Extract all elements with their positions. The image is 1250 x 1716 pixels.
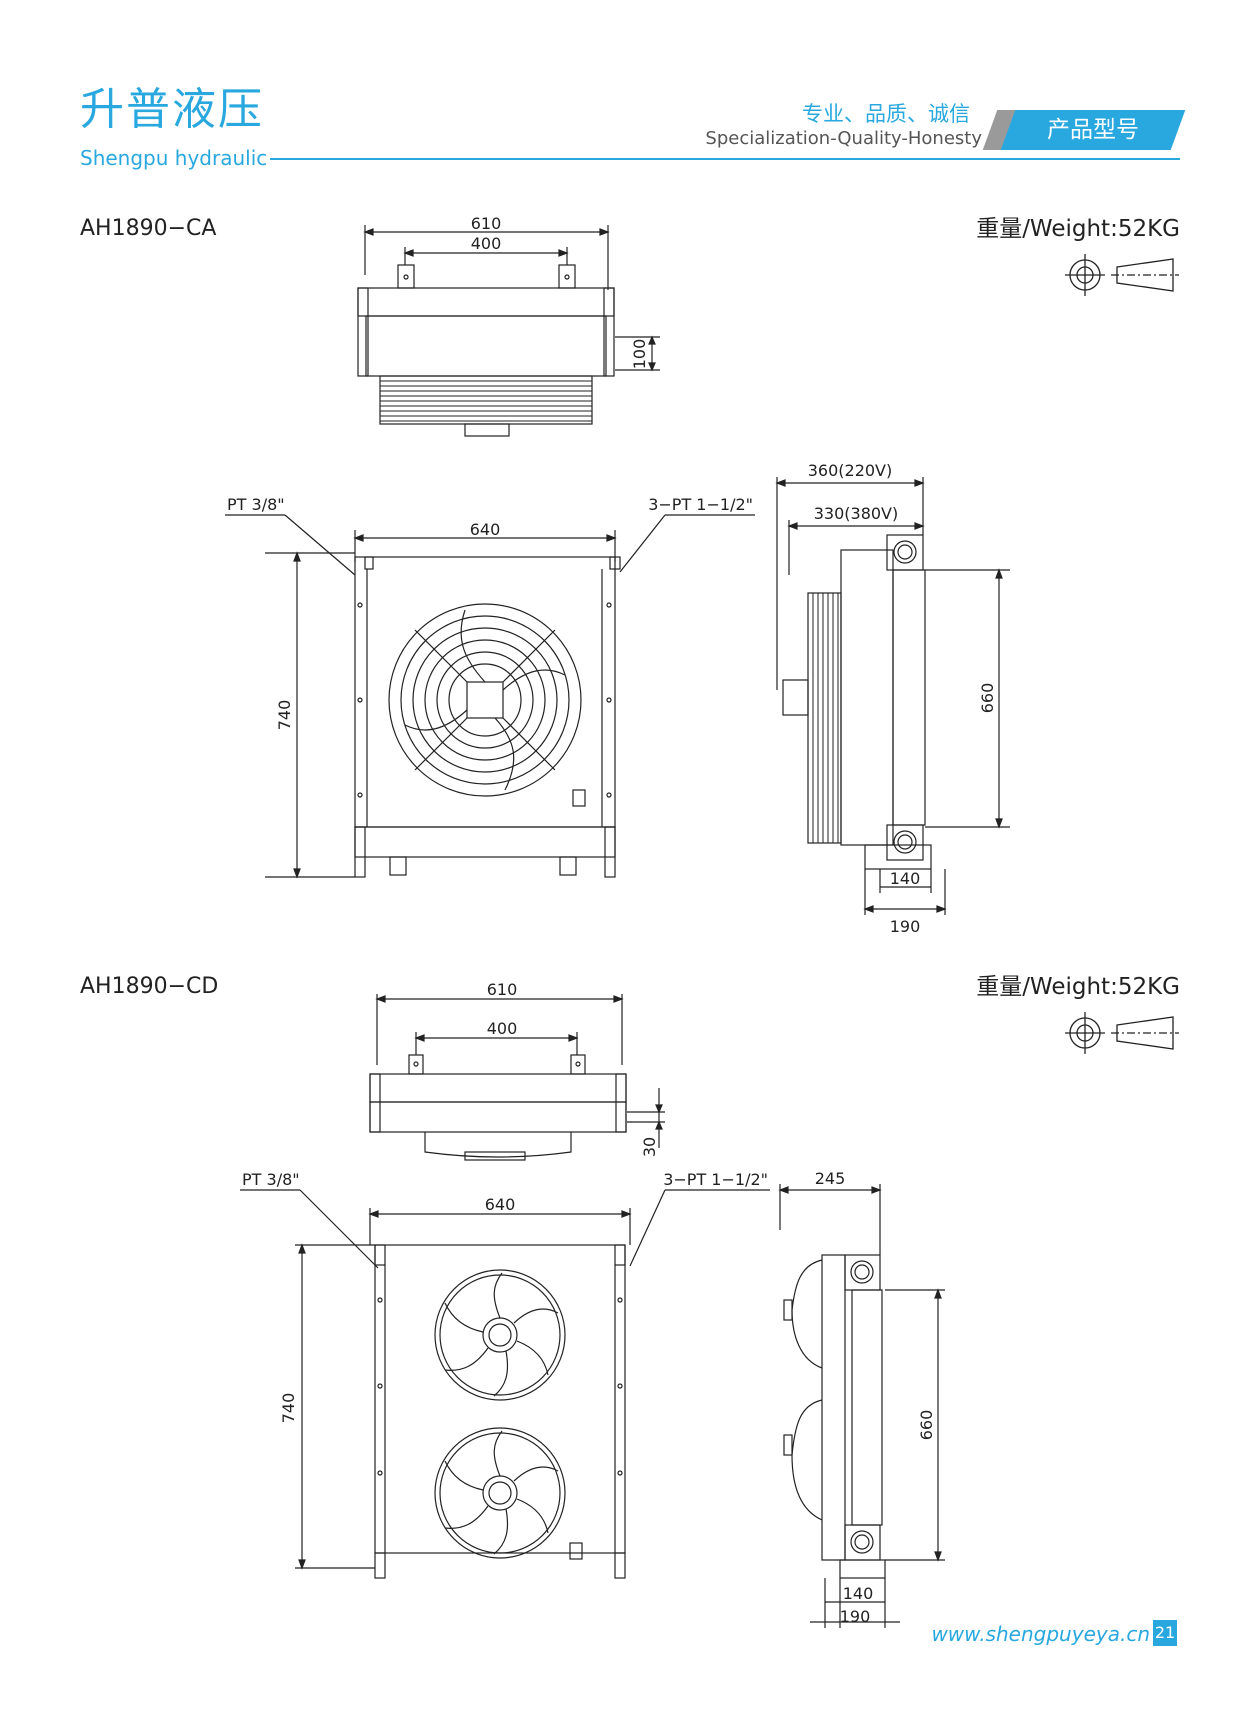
top-view-drawing: 610 400 30 [369, 980, 665, 1161]
model-name: AH1890−CD [80, 974, 219, 999]
dim-610: 610 [487, 980, 518, 999]
dim-660: 660 [917, 1410, 936, 1441]
slogan-en: Specialization-Quality-Honesty [705, 128, 982, 149]
projection-symbol-icon [1065, 254, 1179, 296]
dim-610: 610 [471, 214, 502, 233]
dim-360-220v: 360(220V) [808, 461, 893, 480]
dim-330-380v: 330(380V) [814, 504, 899, 523]
header-rule [270, 158, 1180, 160]
projection-symbol-icon [1065, 1012, 1179, 1054]
dim-400: 400 [471, 234, 502, 253]
dim-740: 740 [275, 700, 294, 731]
dim-100: 100 [630, 339, 649, 370]
port-label-right: 3−PT 1−1/2" [648, 495, 753, 514]
dim-190: 190 [890, 917, 921, 936]
dim-640: 640 [470, 520, 501, 539]
brand-name-en: Shengpu hydraulic [80, 146, 268, 170]
section-tab-label: 产品型号 [1047, 117, 1139, 143]
front-view-drawing: PT 3/8" 3−PT 1−1/2" 640 740 [240, 1170, 770, 1579]
port-label-left: PT 3/8" [227, 495, 285, 514]
slogan-cn: 专业、品质、诚信 [802, 102, 970, 126]
port-label-left: PT 3/8" [242, 1170, 300, 1189]
footer-url: www.shengpuyeya.cn [931, 1622, 1150, 1646]
brand-name-cn: 升普液压 [80, 84, 264, 135]
dim-140: 140 [890, 869, 921, 888]
dim-740: 740 [279, 1393, 298, 1424]
model-name: AH1890−CA [80, 216, 217, 241]
dim-660: 660 [978, 683, 997, 714]
weight-label: 重量/Weight:52KG [976, 216, 1180, 242]
front-view-drawing: PT 3/8" 3−PT 1−1/2" 640 740 [225, 495, 755, 879]
dim-245: 245 [815, 1169, 846, 1188]
side-view-drawing: 245 660 140 190 [778, 1169, 945, 1628]
dim-190: 190 [840, 1607, 871, 1626]
port-label-right: 3−PT 1−1/2" [663, 1170, 768, 1189]
side-view-drawing: 360(220V) 330(380V) 660 140 190 [775, 461, 1010, 936]
dim-30: 30 [640, 1137, 659, 1157]
dim-140: 140 [843, 1584, 874, 1603]
weight-label: 重量/Weight:52KG [976, 974, 1180, 1000]
dim-640: 640 [485, 1195, 516, 1214]
top-view-drawing: 610 400 100 [357, 214, 660, 437]
page-number: 21 [1153, 1620, 1177, 1646]
dim-400: 400 [487, 1019, 518, 1038]
